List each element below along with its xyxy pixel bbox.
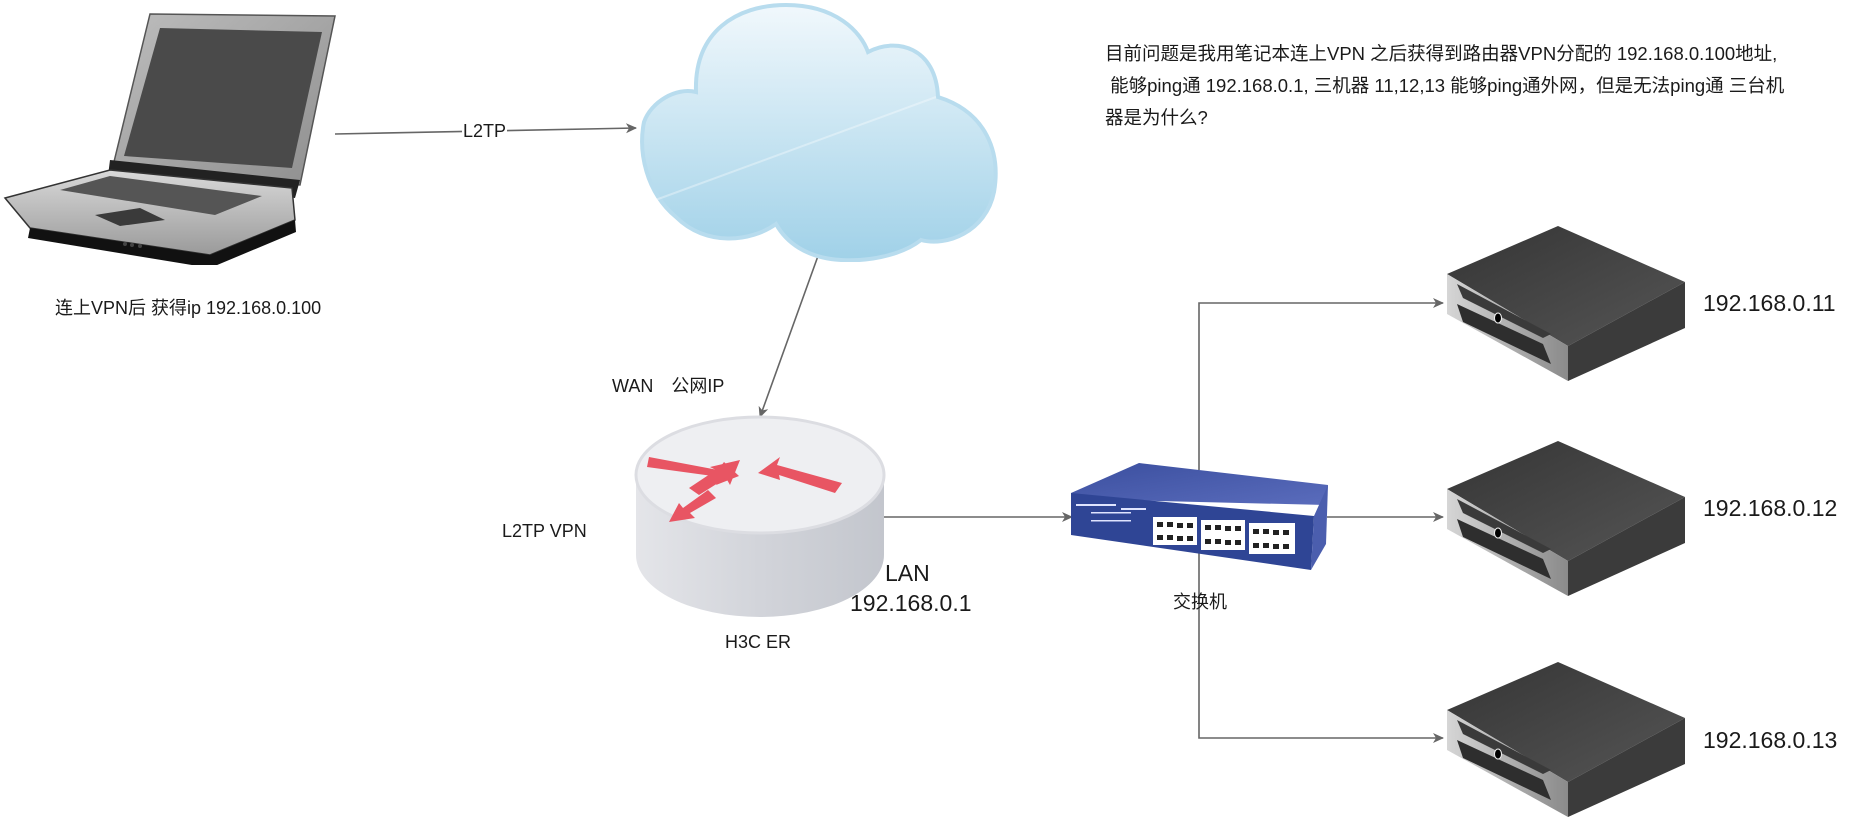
edge-switch-server-3 bbox=[1198, 553, 1444, 743]
laptop-icon[interactable] bbox=[0, 10, 340, 265]
question-line: 器是为什么? bbox=[1105, 107, 1208, 128]
network-switch-icon[interactable] bbox=[1071, 462, 1329, 574]
edge-label-l2tp: L2TP bbox=[462, 121, 508, 141]
router-vpn-label: L2TP VPN bbox=[502, 521, 587, 541]
laptop-label: 连上VPN后 获得ip 192.168.0.100 bbox=[55, 298, 322, 318]
router-lan-ip: 192.168.0.1 bbox=[850, 590, 972, 616]
server-ip-label: 192.168.0.12 bbox=[1703, 495, 1838, 521]
router-wan-label: WAN 公网IP bbox=[612, 376, 725, 396]
question-line: 目前问题是我用笔记本连上VPN 之后获得到路由器VPN分配的 192.168.0… bbox=[1105, 43, 1778, 64]
server-icon[interactable] bbox=[1443, 226, 1688, 381]
question-line: 能够ping通 192.168.0.1, 三机器 11,12,13 能够ping… bbox=[1105, 75, 1785, 96]
server-ip-label: 192.168.0.13 bbox=[1703, 727, 1838, 753]
switch-label: 交换机 bbox=[1173, 592, 1227, 612]
edge-switch-server-1 bbox=[1198, 298, 1444, 470]
server-icon[interactable] bbox=[1443, 662, 1688, 817]
router-name: H3C ER bbox=[725, 632, 792, 652]
server-ip-label: 192.168.0.11 bbox=[1703, 290, 1836, 316]
router-lan-label: LAN bbox=[885, 560, 930, 586]
server-icon[interactable] bbox=[1443, 441, 1688, 596]
router-icon[interactable] bbox=[634, 415, 886, 620]
cloud-icon bbox=[640, 2, 998, 262]
edge-cloud-router bbox=[758, 255, 819, 418]
question-text: 目前问题是我用笔记本连上VPN 之后获得到路由器VPN分配的 192.168.0… bbox=[1105, 38, 1845, 134]
